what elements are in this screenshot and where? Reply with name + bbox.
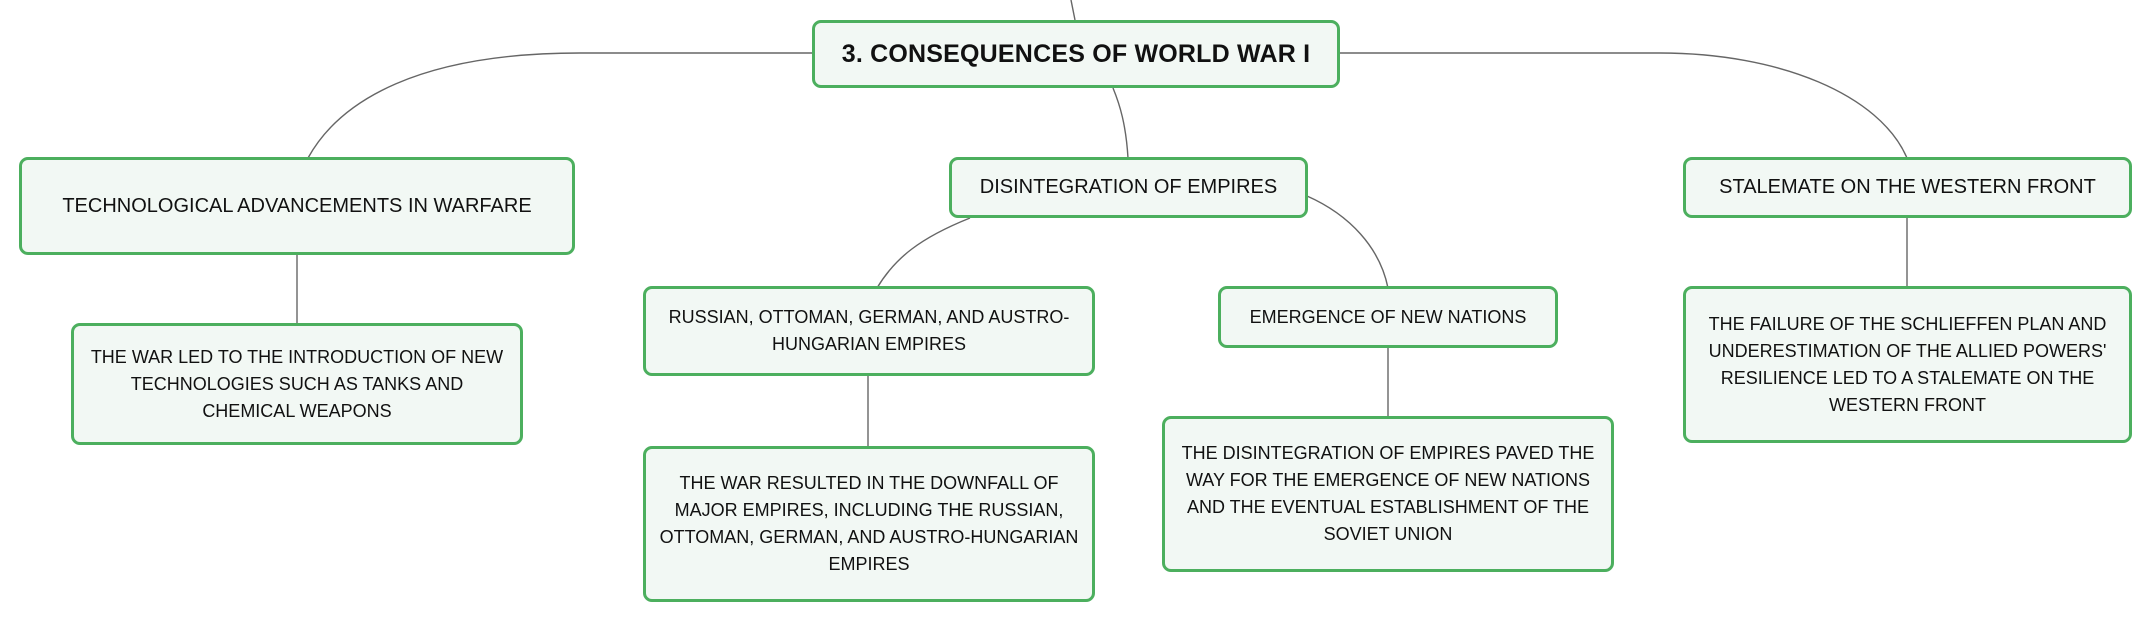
subtopic-emergence-of-new-nations[interactable]: EMERGENCE OF NEW NATIONS bbox=[1218, 286, 1558, 348]
topic-stalemate-western-front[interactable]: STALEMATE ON THE WESTERN FRONT bbox=[1683, 157, 2132, 218]
root-topic-label: 3. CONSEQUENCES OF WORLD WAR I bbox=[841, 39, 1311, 68]
subtopic-label: EMERGENCE OF NEW NATIONS bbox=[1249, 306, 1527, 327]
detail-empires-downfall[interactable]: THE WAR RESULTED IN THE DOWNFALL OF MAJO… bbox=[643, 446, 1095, 602]
detail-new-nations[interactable]: THE DISINTEGRATION OF EMPIRES PAVED THE … bbox=[1162, 416, 1614, 572]
subtopic-label: RUSSIAN, OTTOMAN, GERMAN, AND AUSTRO-HUN… bbox=[668, 307, 1070, 354]
subtopic-empires-list[interactable]: RUSSIAN, OTTOMAN, GERMAN, AND AUSTRO-HUN… bbox=[643, 286, 1095, 376]
connector-parent-to-root bbox=[1070, 0, 1076, 21]
detail-text: THE DISINTEGRATION OF EMPIRES PAVED THE … bbox=[1181, 443, 1595, 544]
topic-disintegration-of-empires[interactable]: DISINTEGRATION OF EMPIRES bbox=[949, 157, 1308, 218]
topic-technological-advancements[interactable]: TECHNOLOGICAL ADVANCEMENTS IN WARFARE bbox=[19, 157, 575, 255]
detail-technology[interactable]: THE WAR LED TO THE INTRODUCTION OF NEW T… bbox=[71, 323, 523, 445]
connector-root-to-empires bbox=[1112, 87, 1129, 159]
topic-label: TECHNOLOGICAL ADVANCEMENTS IN WARFARE bbox=[62, 194, 532, 217]
connector-root-to-technology bbox=[307, 52, 812, 159]
root-topic-node[interactable]: 3. CONSEQUENCES OF WORLD WAR I bbox=[812, 20, 1340, 88]
connector-empires-to-list bbox=[876, 217, 971, 289]
detail-text: THE FAILURE OF THE SCHLIEFFEN PLAN AND U… bbox=[1708, 313, 2107, 415]
topic-label: STALEMATE ON THE WESTERN FRONT bbox=[1719, 176, 2096, 198]
detail-stalemate[interactable]: THE FAILURE OF THE SCHLIEFFEN PLAN AND U… bbox=[1683, 286, 2132, 443]
detail-text: THE WAR RESULTED IN THE DOWNFALL OF MAJO… bbox=[659, 473, 1079, 574]
connector-root-to-stalemate bbox=[1337, 52, 1908, 159]
connector-empires-to-new-nations bbox=[1306, 195, 1389, 289]
topic-label: DISINTEGRATION OF EMPIRES bbox=[979, 176, 1278, 198]
detail-text: THE WAR LED TO THE INTRODUCTION OF NEW T… bbox=[90, 346, 504, 421]
